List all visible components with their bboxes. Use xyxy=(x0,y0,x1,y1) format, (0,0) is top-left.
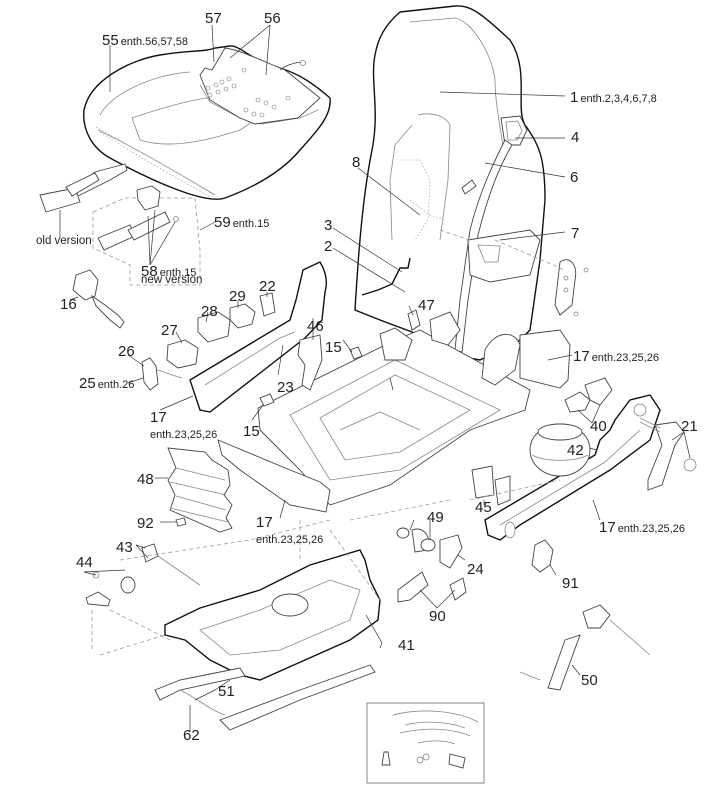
side-cover-17-right-lower xyxy=(484,394,661,541)
label-8: 8 xyxy=(352,154,361,171)
motors-27-28-29 xyxy=(149,292,276,379)
label-51: 62 xyxy=(183,727,200,744)
note-old-version: old version xyxy=(36,235,92,247)
label-21: 21 xyxy=(681,418,698,435)
label-47: 47 xyxy=(418,297,435,314)
label-50: 51 xyxy=(218,683,235,700)
base-plate-90 xyxy=(99,519,383,681)
label-23: 23 xyxy=(277,379,294,396)
label-90: 41 xyxy=(398,637,415,654)
label-28: 28 xyxy=(201,303,218,320)
seat-cushion-55 xyxy=(83,24,331,201)
buckle-16 xyxy=(69,269,125,329)
label-91: 44 xyxy=(76,554,93,571)
side-cover-17-lower-left xyxy=(217,439,331,519)
label-92: 43 xyxy=(116,539,133,556)
label-45: 45 xyxy=(475,499,492,516)
parts-91-92 xyxy=(83,543,201,650)
label-46: 46 xyxy=(307,318,324,335)
label-16: 16 xyxy=(60,296,77,313)
label-4: 4 xyxy=(571,129,580,146)
label-42: 42 xyxy=(567,442,584,459)
label-41: 50 xyxy=(581,672,598,689)
air-spring-42 xyxy=(529,423,597,477)
kit-box-62 xyxy=(366,702,485,784)
damper-41 xyxy=(519,604,651,691)
label-22: 22 xyxy=(259,278,276,295)
armrest-parts-58-59 xyxy=(39,163,216,286)
label-3: 3 xyxy=(324,217,333,234)
label-44-lower: 90 xyxy=(429,608,446,625)
lever-21 xyxy=(639,417,697,491)
label-48: 48 xyxy=(137,471,154,488)
label-43: 24 xyxy=(467,561,484,578)
label-49: 92 xyxy=(137,515,154,532)
note-new-version: new version xyxy=(141,274,203,286)
label-40: 40 xyxy=(590,418,607,435)
side-cover-17-left xyxy=(159,261,328,413)
screw-49 xyxy=(160,517,187,527)
label-6: 6 xyxy=(570,169,579,186)
knob-24 xyxy=(531,539,557,576)
rails-50-51 xyxy=(154,664,376,732)
label-27: 27 xyxy=(161,322,178,339)
cover-cables-2-3 xyxy=(332,227,411,296)
bellows-48 xyxy=(155,447,233,533)
seat-frame xyxy=(251,305,531,506)
backrest-1 xyxy=(354,5,589,361)
label-15-upper: 15 xyxy=(325,339,342,356)
mechanism-43-44 xyxy=(396,519,467,609)
side-cover-17-right-upper xyxy=(519,329,613,424)
part-45 xyxy=(471,465,511,506)
label-7: 7 xyxy=(571,225,580,242)
label-24: 91 xyxy=(562,575,579,592)
guide-lines xyxy=(299,479,561,601)
label-15-lower: 15 xyxy=(243,423,260,440)
label-29: 29 xyxy=(229,288,246,305)
label-56: 56 xyxy=(264,10,281,27)
switch-25-26 xyxy=(127,354,159,391)
label-2: 2 xyxy=(324,238,333,255)
label-57: 57 xyxy=(205,10,222,27)
label-26: 26 xyxy=(118,343,135,360)
label-44-upper: 49 xyxy=(427,509,444,526)
